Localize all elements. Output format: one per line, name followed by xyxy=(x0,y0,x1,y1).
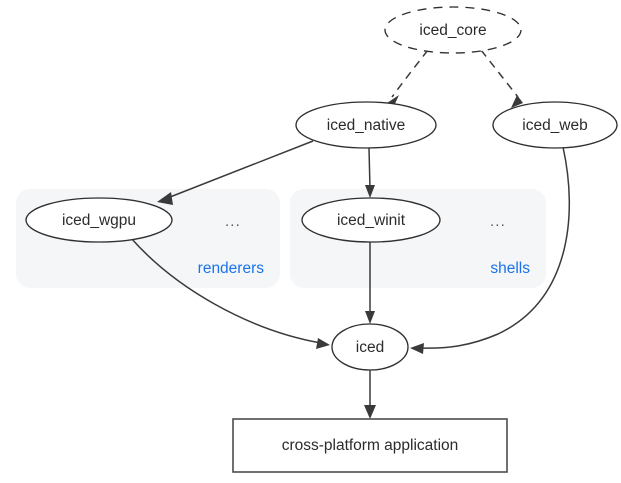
node-iced-web-shape[interactable] xyxy=(492,101,618,149)
node-iced-native-shape[interactable] xyxy=(295,101,437,149)
cluster-renderers-label: renderers xyxy=(198,260,265,277)
cluster-shells-label: shells xyxy=(490,260,530,277)
arrowhead-wgpu-iced xyxy=(316,338,330,349)
arrowhead-iced-application xyxy=(364,405,376,419)
node-iced-wgpu[interactable]: iced_wgpu xyxy=(25,197,173,243)
cluster-shells-ellipsis: ... xyxy=(490,213,506,230)
arrowhead-winit-iced xyxy=(365,311,375,324)
node-application-shape[interactable] xyxy=(232,418,508,473)
edge-iced_core-to-iced_web xyxy=(480,49,523,108)
edge-path-native-wgpu xyxy=(164,140,314,200)
arrowhead-web-iced xyxy=(410,343,424,354)
node-iced-wgpu-shape[interactable] xyxy=(25,197,173,243)
arrowhead-core-web xyxy=(511,95,523,108)
edge-iced-to-application xyxy=(364,370,376,419)
node-cross-platform-application[interactable]: cross-platform application xyxy=(232,418,508,473)
node-iced-shape[interactable] xyxy=(331,323,409,371)
node-iced-winit[interactable]: iced_winit xyxy=(301,197,441,243)
edge-iced_native-to-iced_wgpu xyxy=(157,140,314,205)
edge-path-wgpu-iced xyxy=(130,237,322,344)
node-iced-web[interactable]: iced_web xyxy=(492,101,618,149)
node-iced-native[interactable]: iced_native xyxy=(295,101,437,149)
edge-iced_wgpu-to-iced xyxy=(130,237,330,349)
edge-path-web-iced xyxy=(418,146,571,349)
edge-path-core-native xyxy=(391,49,429,98)
edge-iced_web-to-iced xyxy=(410,146,571,354)
node-iced-winit-shape[interactable] xyxy=(301,197,441,243)
edge-path-native-winit xyxy=(368,147,371,190)
arrowhead-native-wgpu xyxy=(157,192,173,205)
node-iced-core[interactable]: iced_core xyxy=(384,6,522,54)
edge-iced_core-to-iced_native xyxy=(387,49,429,108)
edge-iced_winit-to-iced xyxy=(365,242,375,324)
arrowhead-native-winit xyxy=(365,185,375,198)
node-iced[interactable]: iced xyxy=(331,323,409,371)
edge-path-core-web xyxy=(480,49,519,98)
edge-iced_native-to-iced_winit xyxy=(365,147,375,198)
cluster-renderers-ellipsis: ... xyxy=(225,213,241,230)
node-iced-core-shape[interactable] xyxy=(384,6,522,54)
